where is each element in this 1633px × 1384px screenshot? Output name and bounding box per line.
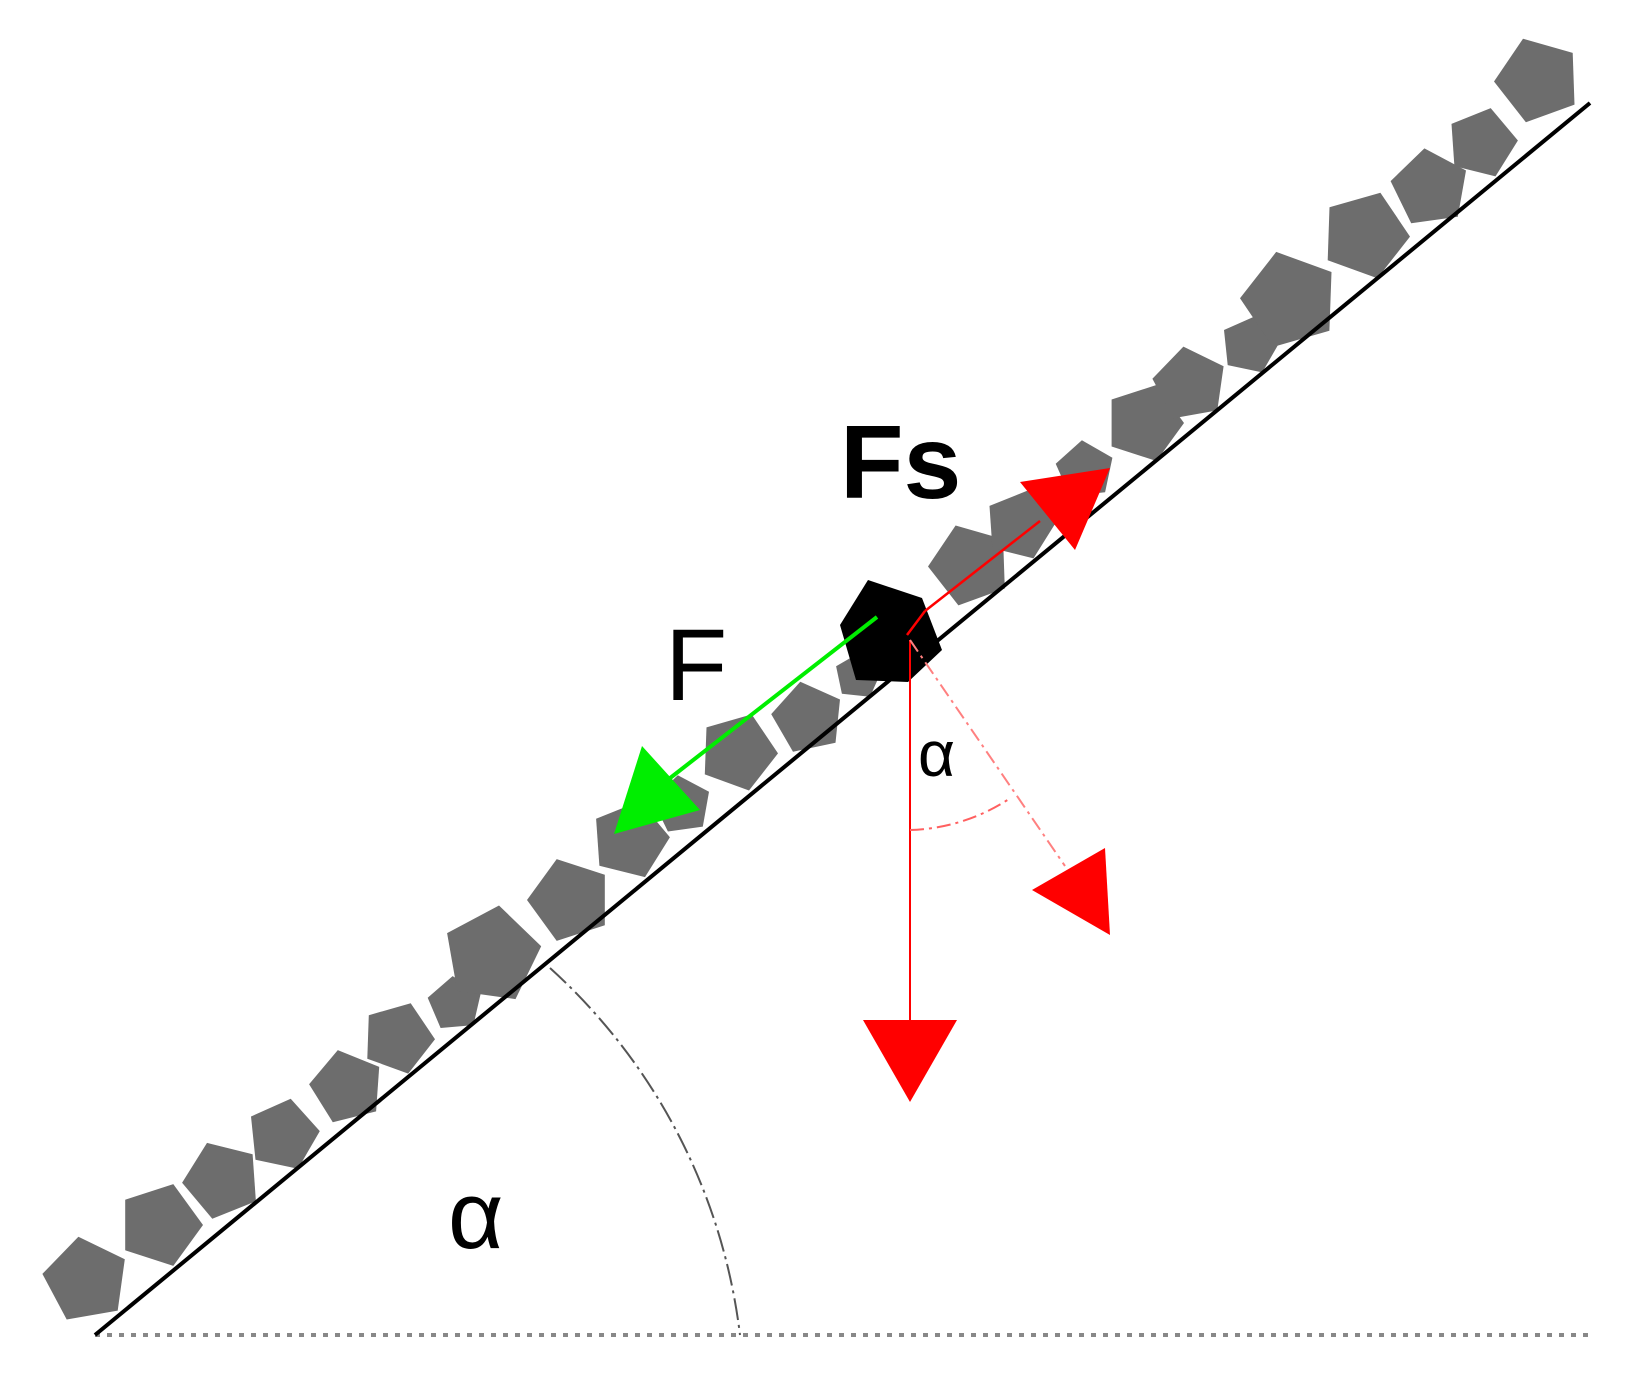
grain-particle [42, 1236, 125, 1320]
grain-particle [1451, 108, 1518, 177]
grain-particle [1240, 251, 1332, 347]
small-angle-arc [909, 798, 1010, 831]
static-force-arrow [906, 468, 1110, 636]
grain-particle [367, 1003, 435, 1074]
base-angle-arc [549, 967, 741, 1336]
grain-particle [125, 1184, 203, 1266]
central-particle [840, 580, 942, 682]
small-angle-label: α [918, 718, 955, 790]
grain-particle [1390, 148, 1466, 224]
static-force-label: Fs [840, 405, 961, 521]
normal-component-arrow [909, 639, 1110, 935]
grain-particle [447, 905, 542, 1000]
gravity-arrow [863, 640, 957, 1102]
grain-particle [182, 1142, 256, 1219]
particle-layer [42, 38, 1575, 1320]
grain-particle [989, 490, 1056, 559]
grain-particle [527, 859, 605, 941]
slope-line [93, 101, 1592, 1337]
grain-particle [309, 1050, 380, 1123]
grain-particle [1494, 38, 1575, 123]
grain-particle [704, 714, 778, 791]
base-angle-label: α [448, 1162, 504, 1269]
driving-force-label: F [665, 608, 727, 722]
grain-particle [1327, 192, 1410, 279]
grain-particle [1152, 346, 1224, 419]
driving-force-arrow [614, 615, 879, 834]
grain-particle [251, 1098, 320, 1169]
grain-particle [928, 525, 1005, 606]
